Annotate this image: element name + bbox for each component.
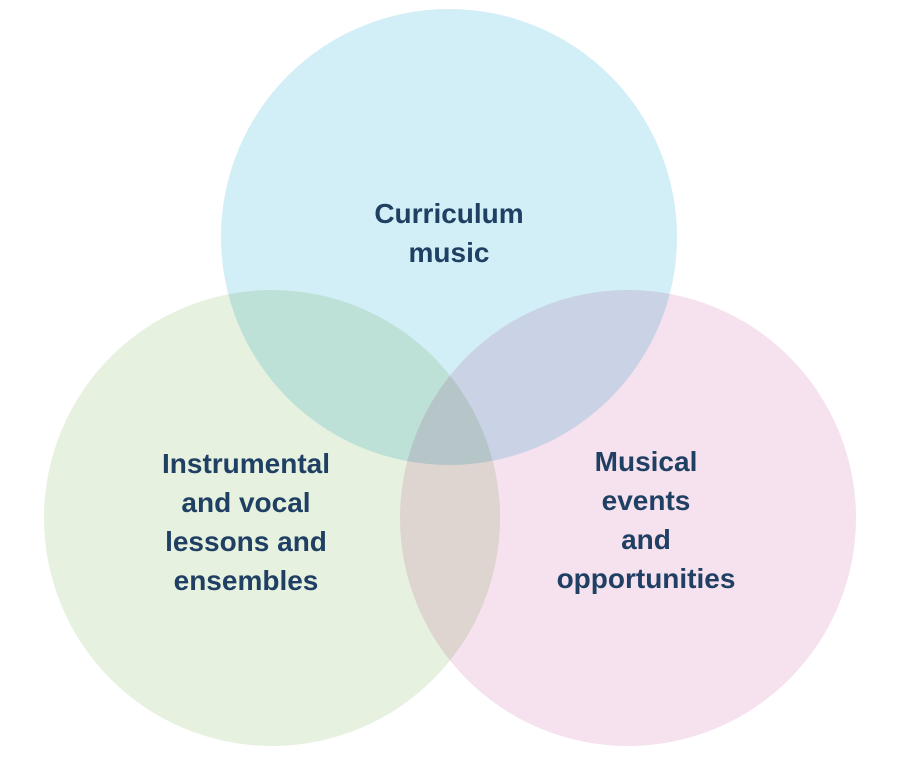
label-line: ensembles — [173, 565, 319, 596]
label-line: Curriculum — [374, 198, 524, 229]
label-line: and vocal — [181, 487, 311, 518]
label-line: events — [601, 485, 691, 516]
label-line: Instrumental — [161, 448, 331, 479]
label-line: opportunities — [556, 563, 736, 594]
label-line: and — [621, 524, 671, 555]
musical-events-circle — [400, 290, 856, 746]
instrumental-lessons-label: Instrumental and vocal lessons and ensem… — [162, 444, 330, 600]
label-line: Musical — [594, 446, 698, 477]
musical-events-label: Musical events and opportunities — [557, 442, 736, 598]
label-line: music — [408, 237, 490, 268]
instrumental-lessons-circle — [44, 290, 500, 746]
label-line: lessons and — [165, 526, 327, 557]
curriculum-music-label: Curriculum music — [374, 194, 523, 272]
